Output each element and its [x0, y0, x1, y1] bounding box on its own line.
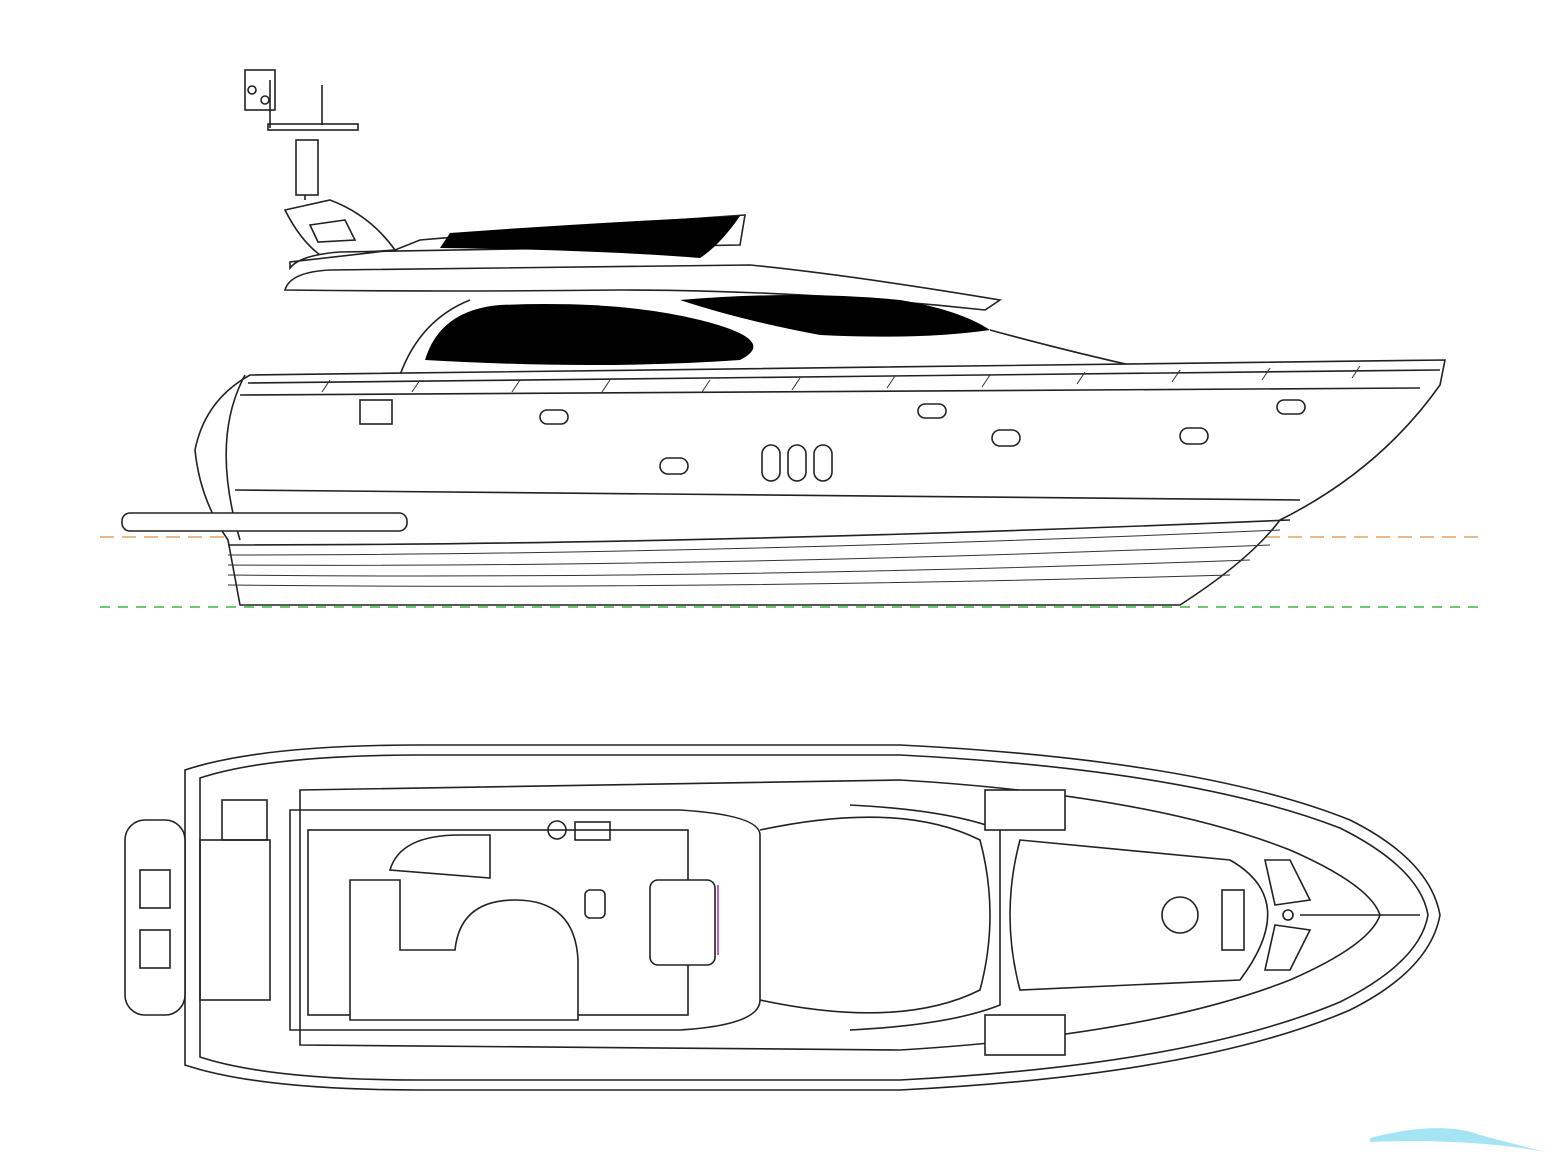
flybridge-windscreen [440, 216, 740, 258]
swim-platform-plan [124, 819, 186, 1016]
swim-platform [121, 512, 408, 532]
hull [194, 359, 1446, 606]
deck-plan-view [124, 744, 1441, 1091]
saloon-window [425, 304, 754, 365]
helm-seat [649, 879, 716, 966]
radar-mast [244, 69, 397, 256]
saloon-window-fwd [680, 295, 990, 337]
side-profile-view [100, 69, 1480, 608]
portholes [539, 399, 1306, 482]
deck-hatch [1161, 896, 1199, 934]
sofa [349, 879, 579, 1021]
watermark-logo [1370, 1128, 1545, 1152]
